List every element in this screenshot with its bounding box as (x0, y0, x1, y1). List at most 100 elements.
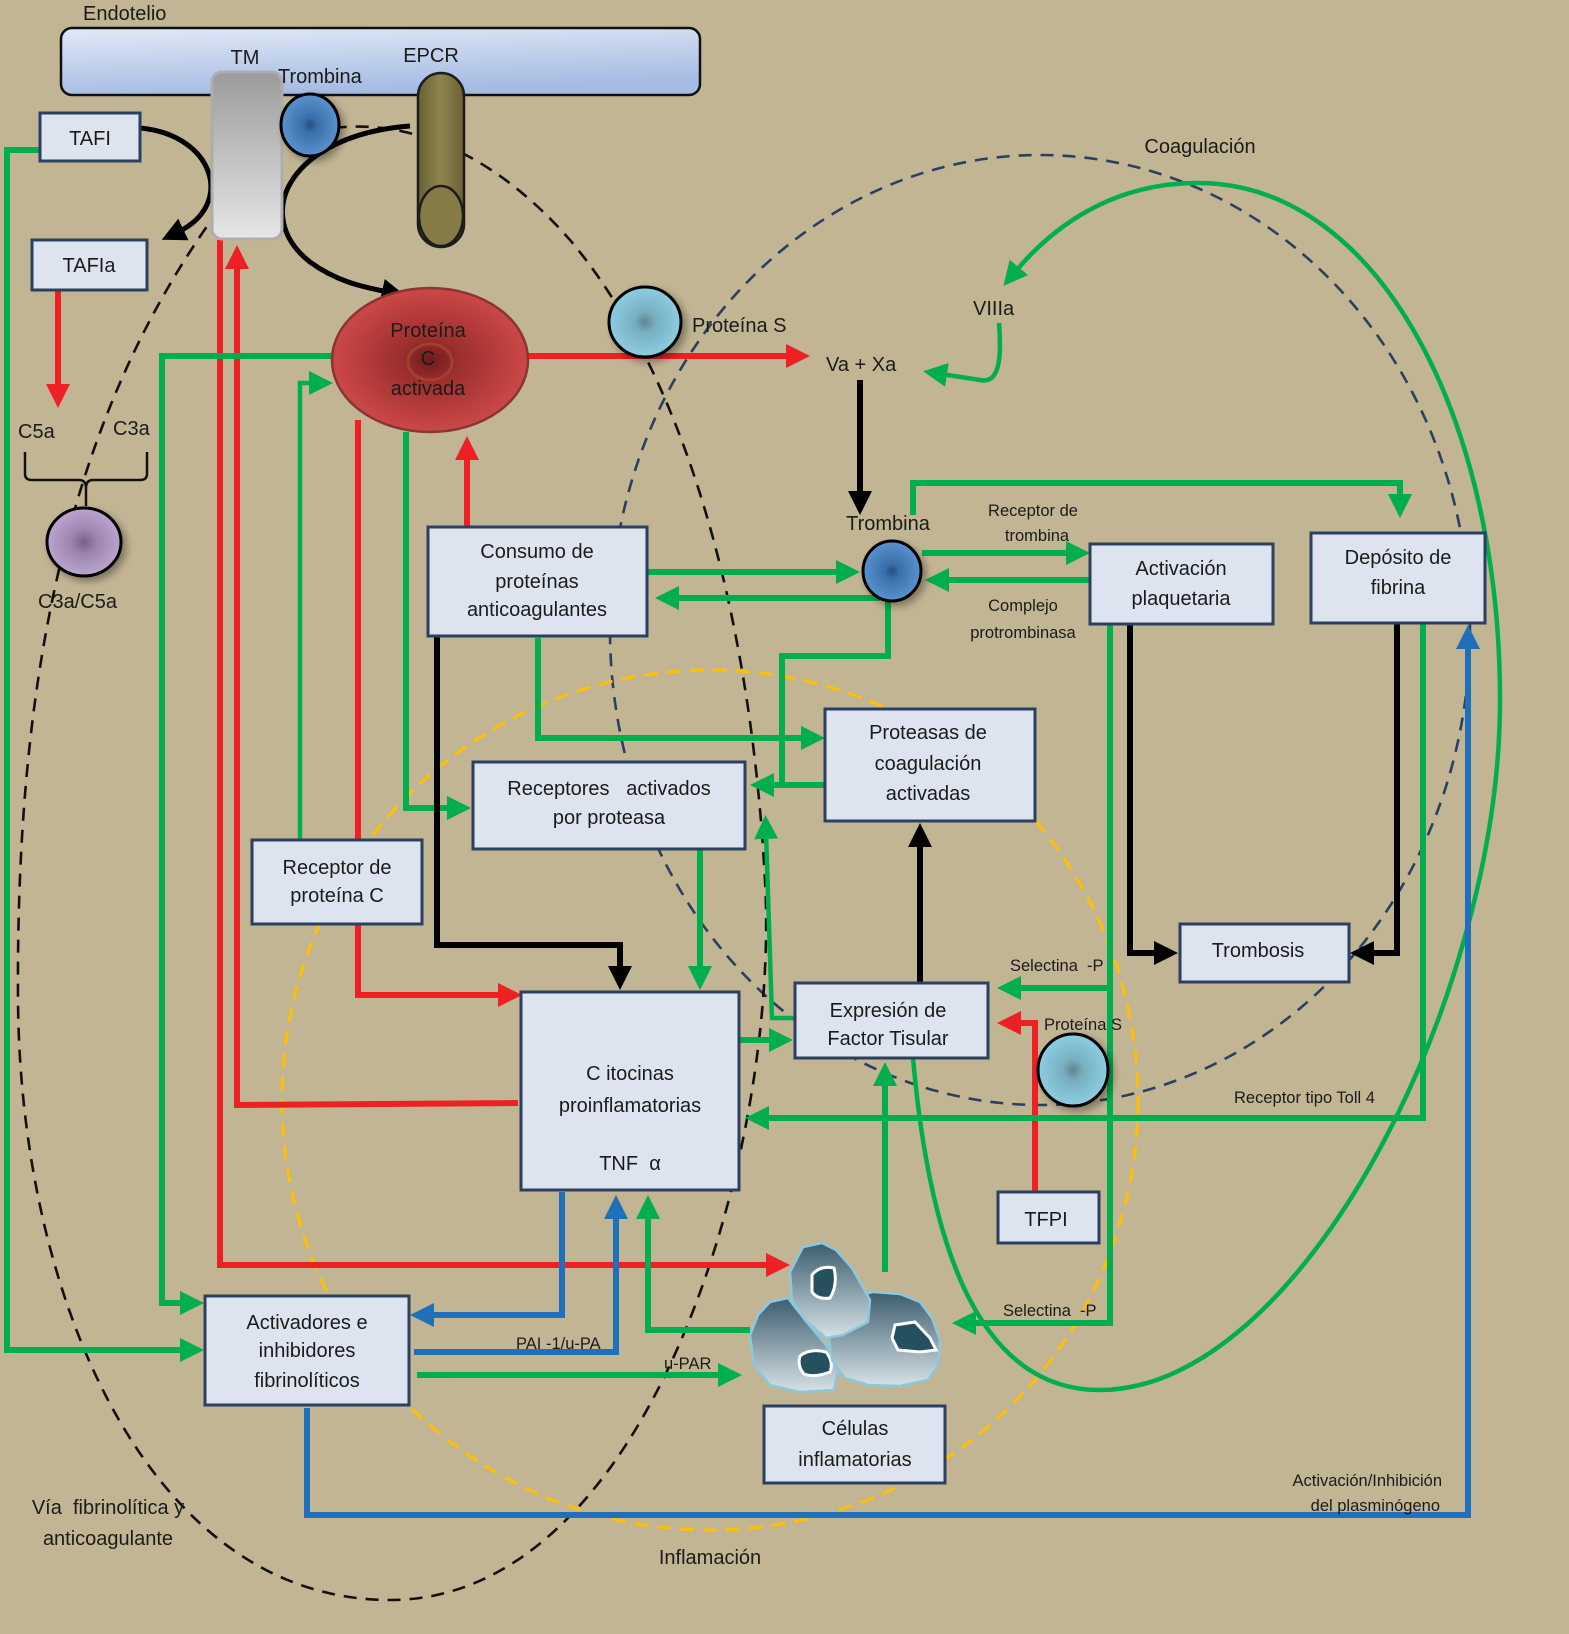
c5a-label: C5a (18, 421, 56, 443)
epcr-receptor-icon (416, 71, 466, 249)
arrow-factor-tisular-to-viiia (910, 180, 1503, 1393)
brace-icon (23, 452, 149, 506)
box-fibrinoliticos-line-3: fibrinolíticos (254, 1370, 360, 1392)
box-fibrinoliticos-line-1: Activadores e (246, 1312, 367, 1334)
inflammatory-cells-icon (748, 1241, 942, 1394)
arrow-pai-upa-to-citocinas (414, 1195, 628, 1355)
box-consumo-line-1: Consumo de (480, 541, 593, 563)
arrow-deposito-fibrina-to-trombosis (1350, 624, 1400, 965)
box-celulas-line-1: Células (822, 1418, 889, 1440)
protein-c-label-2: C (421, 348, 435, 370)
c3a-c5a-label: C3a/C5a (38, 591, 118, 613)
anaphylatoxin-c3a-c5a-icon (45, 506, 123, 578)
arrow-protein-c-to-fibrinoliticos (159, 353, 332, 1315)
thrombin-endothelial-icon (279, 92, 341, 158)
protein-c-activated-icon (330, 286, 530, 434)
c3a-label: C3a (113, 418, 151, 440)
box-citocinas-line-1: C itocinas (586, 1063, 674, 1085)
edge-label-upar: u-PAR (664, 1355, 711, 1373)
edge-label-plasminogeno-2: del plasminógeno (1311, 1497, 1440, 1515)
box-activacion-line-2: plaquetaria (1132, 588, 1232, 610)
box-receptor-pc-line-1: Receptor de (283, 857, 392, 879)
edge-label-pai-upa: PAI -1/u-PA (516, 1335, 601, 1353)
box-proteasas-line-1: Proteasas de (869, 722, 987, 744)
arrow-plasminogen-to-deposito-fibrina (304, 625, 1480, 1518)
epcr-label: EPCR (403, 45, 459, 67)
protein-s-lower-icon (1036, 1032, 1110, 1108)
box-deposito-fibrina: Depósito de fibrina (1309, 531, 1487, 625)
arrow-protein-c-to-citocinas (355, 420, 522, 1007)
box-consumo-proteinas-anticoagulantes: Consumo de proteínas anticoagulantes (426, 525, 649, 638)
arrow-thrombin-to-deposito-fibrina (910, 480, 1412, 518)
arrow-consumo-to-proteasas (535, 638, 825, 750)
edge-label-receptor-trombina-2: trombina (1005, 527, 1070, 545)
viiia-label: VIIIa (973, 298, 1015, 320)
box-trombosis-label: Trombosis (1212, 940, 1305, 962)
box-receptor-pc-line-2: proteína C (290, 885, 383, 907)
edge-label-selectina-p-tf: Selectina -P (1010, 957, 1104, 975)
box-expresion-factor-tisular: Expresión de Factor Tisular (793, 981, 990, 1060)
box-tfpi-label: TFPI (1024, 1209, 1067, 1231)
arrow-tfpi-to-factor-tisular (997, 1011, 1038, 1192)
box-proteasas-line-3: activadas (886, 783, 971, 805)
fibrinolytic-region-label-1: Vía fibrinolítica y (32, 1497, 184, 1519)
arrow-toll4-to-citocinas (745, 624, 1426, 1130)
line-thrombin-to-par (779, 600, 891, 785)
box-activacion-plaquetaria: Activación plaquetaria (1088, 542, 1275, 626)
edge-label-complejo-2: protrombinasa (970, 624, 1076, 642)
edge-label-toll4: Receptor tipo Toll 4 (1234, 1089, 1375, 1107)
edge-label-receptor-trombina-1: Receptor de (988, 502, 1078, 520)
arrow-consumo-to-citocinas (434, 636, 632, 990)
box-receptor-proteina-c: Receptor de proteína C (250, 838, 424, 926)
box-proteasas-coagulacion: Proteasas de coagulación activadas (823, 707, 1037, 823)
protein-s-lower-label: Proteína S (1044, 1016, 1122, 1034)
box-par-line-1: Receptores activados (507, 778, 710, 800)
box-deposito-line-2: fibrina (1371, 577, 1426, 599)
box-par-line-2: por proteasa (553, 807, 666, 829)
arrow-citocinas-to-tm (225, 245, 519, 1109)
box-fibrinoliticos-line-2: inhibidores (259, 1340, 356, 1362)
edge-label-plasminogeno-1: Activación/Inhibición (1293, 1472, 1443, 1490)
tm-label: TM (231, 47, 260, 69)
arrow-tm-to-inflammatory-cells (217, 240, 790, 1277)
inflammation-region-outline (280, 668, 1140, 1532)
box-citocinas-line-3: TNF α (599, 1153, 661, 1175)
box-factor-tisular-line-2: Factor Tisular (827, 1028, 948, 1050)
box-trombosis: Trombosis (1178, 922, 1351, 984)
box-celulas-line-2: inflamatorias (798, 1449, 911, 1471)
inflammation-region-label: Inflamación (659, 1547, 761, 1569)
box-activacion-line-1: Activación (1135, 558, 1226, 580)
thrombin-icon (861, 539, 923, 603)
arrow-citocinas-to-fibrinoliticos (410, 1192, 565, 1327)
arrow-factor-tisular-to-par (754, 815, 795, 1021)
arrow-tafi-to-tafia (139, 125, 214, 241)
edge-label-complejo-1: Complejo (988, 597, 1058, 615)
arrow-activacion-plaquetaria-to-trombosis (1127, 624, 1178, 965)
box-activadores-inhibidores-fibrinoliticos: Activadores e inhibidores fibrinolíticos (203, 1294, 411, 1407)
arrow-selectina-p-to-inflammatory-cells (952, 988, 1113, 1335)
arrow-tafi-to-fibrinoliticos (4, 147, 204, 1362)
protein-c-label-3: activada (391, 378, 466, 400)
box-tfpi: TFPI (996, 1190, 1101, 1245)
box-tafia: TAFIa (30, 238, 149, 292)
endothelium-bar (59, 26, 702, 97)
fibrinolytic-region-label-2: anticoagulante (43, 1528, 173, 1550)
thrombin-label: Trombina (846, 513, 931, 535)
tm-receptor-icon (210, 70, 284, 241)
box-consumo-line-3: anticoagulantes (467, 599, 607, 621)
arrow-cells-to-citocinas (636, 1195, 750, 1333)
protein-s-upper-icon (607, 285, 683, 359)
box-citocinas-proinflamatorias: C itocinas proinflamatorias TNF α (519, 990, 741, 1192)
box-citocinas-line-2: proinflamatorias (559, 1095, 701, 1117)
box-consumo-line-2: proteínas (495, 571, 578, 593)
protein-s-upper-label: Proteína S (692, 315, 787, 337)
coagulation-region-label: Coagulación (1144, 136, 1255, 158)
va-xa-label: Va + Xa (826, 354, 897, 376)
box-tafi: TAFI (38, 111, 142, 163)
box-deposito-line-1: Depósito de (1345, 547, 1452, 569)
endothelium-label: Endotelio (83, 3, 166, 25)
protein-c-label-1: Proteína (390, 320, 466, 342)
arrow-receptor-pc-to-protein-c (297, 371, 333, 840)
box-proteasas-line-2: coagulación (875, 753, 982, 775)
